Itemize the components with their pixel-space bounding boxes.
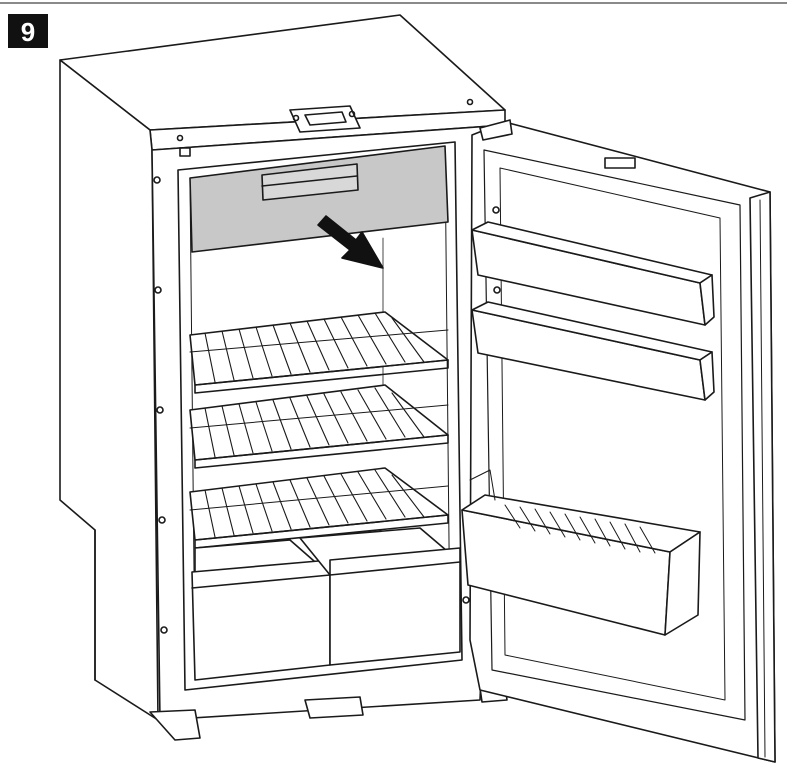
removal-arrow-icon <box>317 215 384 269</box>
wire-shelf-3 <box>189 467 449 549</box>
fridge-door <box>462 119 776 763</box>
step-number: 9 <box>21 17 35 47</box>
cabinet-foot-center <box>304 696 364 719</box>
drawer-left <box>191 539 331 681</box>
cabinet-left-side <box>59 59 159 721</box>
top-hinge-plate <box>176 98 474 157</box>
evaporator-cover-panel <box>189 145 449 253</box>
wire-shelf-1 <box>189 311 449 394</box>
step-badge: 9 <box>8 14 48 48</box>
drawer-right <box>299 527 461 666</box>
door-shelf-2 <box>471 301 715 401</box>
door-bin <box>461 469 701 636</box>
door-outer <box>469 121 776 763</box>
fridge-drawing <box>59 14 776 763</box>
wire-shelf-2 <box>189 384 449 469</box>
door-shelf-1 <box>471 221 715 326</box>
panel-handle-slot <box>261 163 359 201</box>
cabinet-foot-left <box>149 709 201 741</box>
